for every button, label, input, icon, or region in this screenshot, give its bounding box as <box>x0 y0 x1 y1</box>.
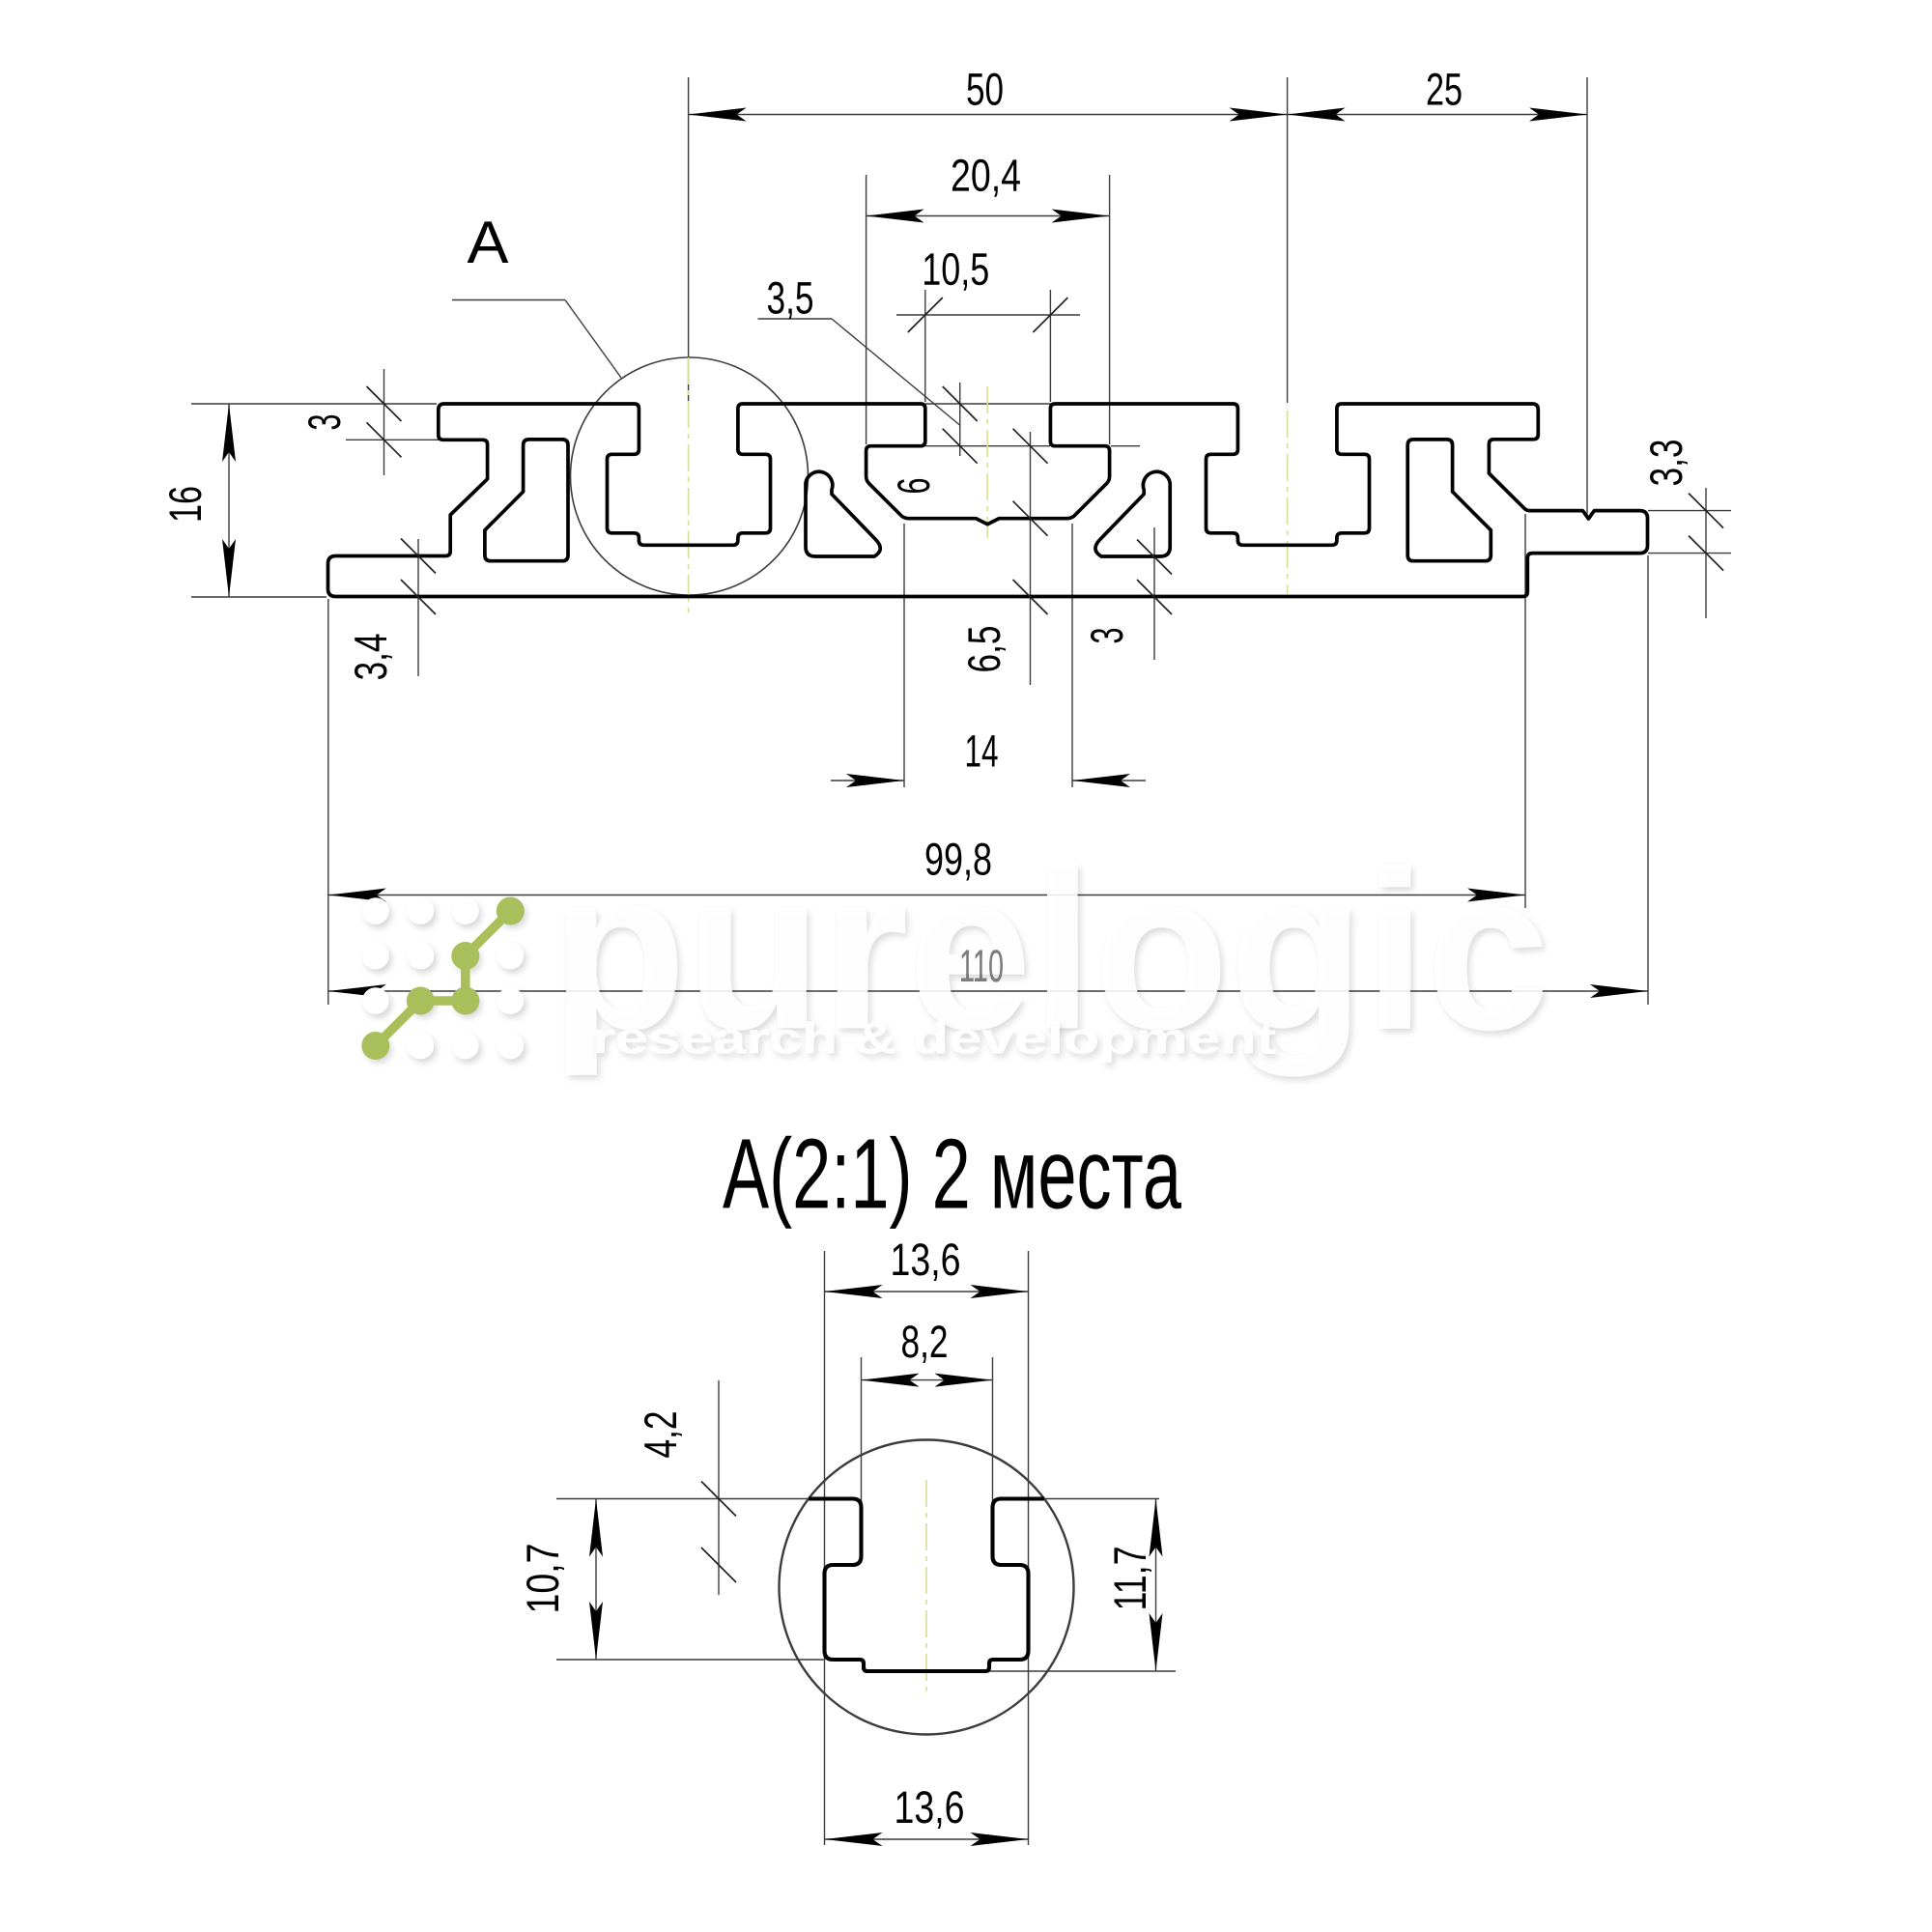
svg-text:11,7: 11,7 <box>1104 1547 1155 1611</box>
svg-text:3,5: 3,5 <box>766 271 813 323</box>
svg-text:10,7: 10,7 <box>517 1544 568 1614</box>
svg-text:20,4: 20,4 <box>951 150 1021 201</box>
svg-text:3,4: 3,4 <box>345 634 396 681</box>
svg-text:50: 50 <box>966 63 1004 114</box>
svg-text:10,5: 10,5 <box>922 243 989 295</box>
svg-text:А(2:1) 2 места: А(2:1) 2 места <box>723 1118 1182 1229</box>
svg-text:13,6: 13,6 <box>894 1781 964 1833</box>
svg-text:3: 3 <box>298 414 350 431</box>
svg-text:6: 6 <box>888 478 939 495</box>
svg-text:А: А <box>467 210 509 276</box>
svg-text:8,2: 8,2 <box>900 1316 948 1367</box>
svg-text:purelogic: purelogic <box>551 822 1549 1077</box>
svg-text:13,6: 13,6 <box>890 1234 960 1285</box>
svg-text:3: 3 <box>1081 628 1132 644</box>
svg-text:25: 25 <box>1426 63 1463 114</box>
svg-text:4,2: 4,2 <box>635 1411 686 1459</box>
svg-text:6,5: 6,5 <box>958 626 1009 673</box>
svg-text:research & development: research & development <box>592 1013 1276 1063</box>
svg-text:110: 110 <box>959 940 1004 991</box>
svg-text:3,3: 3,3 <box>1640 440 1691 487</box>
svg-text:110: 110 <box>959 940 1004 991</box>
svg-text:14: 14 <box>964 724 998 776</box>
svg-text:16: 16 <box>159 486 211 523</box>
svg-text:99,8: 99,8 <box>924 833 992 884</box>
